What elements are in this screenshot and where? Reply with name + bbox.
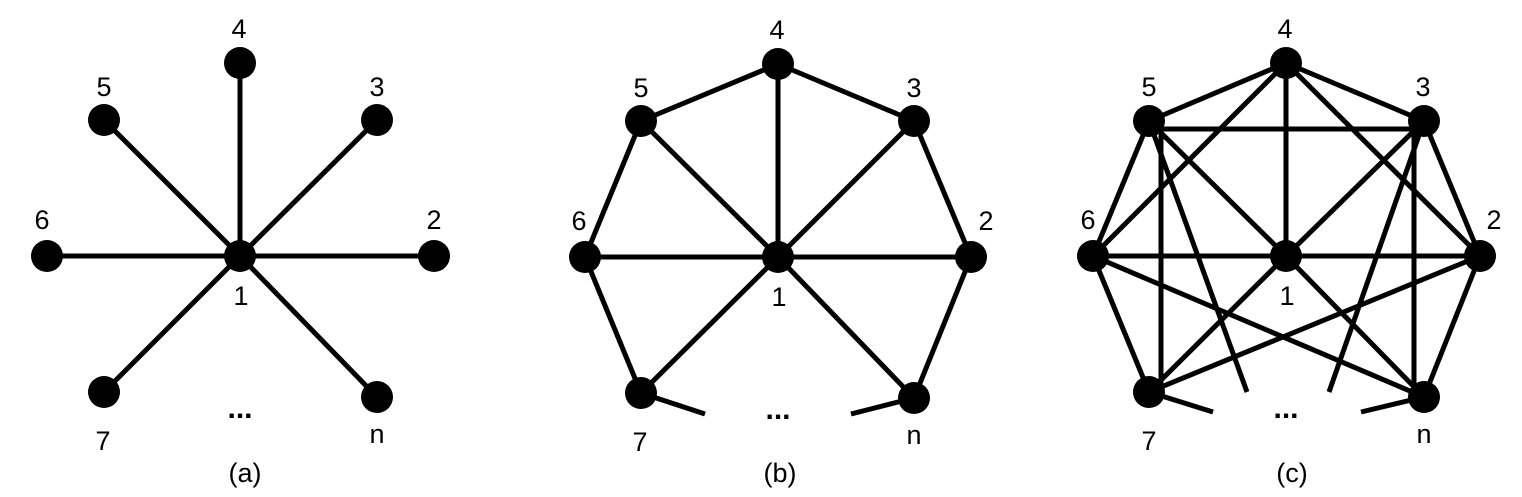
edge-b-1-5 [639,119,780,259]
node-c-4 [1270,47,1302,79]
label-b-2: 2 [978,206,993,236]
edge-c-4-5 [1148,60,1287,124]
node-a-4 [224,47,256,79]
node-a-6 [31,240,63,272]
edge-c-2-n [1421,255,1483,398]
node-c-3 [1408,105,1440,137]
label-a-6: 6 [34,205,49,235]
edge-b-6-7 [582,256,644,394]
edge-b-2-3 [911,120,974,258]
node-a-1 [224,240,256,272]
label-b-7: 7 [632,427,647,457]
edge-b-1-7 [639,255,780,395]
edge-a-1-3 [238,118,379,258]
node-c-5 [1133,105,1165,137]
edge-c-3-stub [1326,120,1427,393]
panel-c-labels: 1 2 3 4 5 6 7 n [1080,14,1501,456]
edge-b-5-6 [582,120,644,258]
edge-c-5-6 [1090,120,1152,257]
edge-c-1-n [1284,254,1426,399]
label-b-1: 1 [771,282,786,312]
panel-b: 1 2 3 4 5 6 7 n ... (b) [569,15,994,488]
node-b-5 [625,105,657,137]
panel-c-edges [1090,60,1483,415]
ellipsis-a: ... [227,392,252,425]
caption-b: (b) [764,458,797,488]
node-b-7 [625,377,657,409]
node-b-6 [569,241,601,273]
node-c-n [1408,381,1440,413]
ellipsis-c: ... [1273,392,1298,425]
panel-c: 1 2 3 4 5 6 7 n ... (c) [1077,14,1502,488]
label-a-4: 4 [231,14,246,44]
ellipsis-b: ... [765,393,790,426]
node-a-7 [88,376,120,408]
panel-a-nodes [31,47,450,413]
node-a-n [361,381,393,413]
label-a-1: 1 [233,281,248,311]
label-b-6: 6 [571,206,586,236]
node-a-3 [361,104,393,136]
edge-c-5-stub [1146,120,1250,393]
label-b-5: 5 [633,73,648,103]
edge-c-1-5 [1147,119,1288,258]
node-b-4 [762,48,794,80]
edge-c-6-n [1092,253,1425,400]
node-c-6 [1077,240,1109,272]
panel-a-labels: 1 2 3 4 5 6 7 n [34,14,441,456]
node-c-1 [1270,240,1302,272]
node-b-2 [955,241,987,273]
caption-c: (c) [1276,458,1307,488]
node-a-5 [88,104,120,136]
panel-a: 1 2 3 4 5 6 7 n ... (a) [31,14,450,488]
edge-b-1-n [776,255,916,400]
label-b-4: 4 [769,15,784,45]
panel-b-labels: 1 2 3 4 5 6 7 n [571,15,993,457]
panel-c-nodes [1077,47,1496,413]
edge-c-4-6 [1091,61,1288,258]
label-a-7: 7 [95,426,110,456]
edge-a-1-7 [102,254,242,394]
panel-b-nodes [569,48,987,414]
edge-b-3-4 [777,61,915,124]
edge-a-1-n [238,254,379,399]
label-c-2: 2 [1486,205,1501,235]
label-c-4: 4 [1277,14,1292,44]
edge-c-6-7 [1090,255,1152,393]
label-a-n: n [369,419,384,449]
label-c-1: 1 [1279,281,1294,311]
label-c-3: 3 [1415,72,1430,102]
caption-a: (a) [229,458,262,488]
label-a-2: 2 [426,205,441,235]
label-a-3: 3 [369,72,384,102]
label-b-3: 3 [906,73,921,103]
label-c-n: n [1416,419,1431,449]
node-a-2 [418,240,450,272]
edge-c-3-4 [1285,60,1425,124]
label-c-6: 6 [1080,205,1095,235]
edge-c-1-3 [1284,119,1426,258]
edge-c-2-7 [1148,253,1481,395]
label-a-5: 5 [96,72,111,102]
edge-b-1-3 [776,119,916,259]
label-c-5: 5 [1141,72,1156,102]
edge-a-1-5 [102,118,242,258]
node-c-2 [1464,240,1496,272]
edge-c-2-4 [1284,61,1482,258]
edge-b-2-n [911,256,974,399]
label-c-7: 7 [1141,426,1156,456]
edge-c-2-3 [1421,120,1483,257]
node-b-3 [898,105,930,137]
edge-c-1-7 [1147,254,1288,394]
node-b-1 [762,241,794,273]
label-b-n: n [906,420,921,450]
node-b-n [898,382,930,414]
panel-a-edges [47,63,434,399]
node-c-7 [1133,376,1165,408]
edge-b-4-5 [640,61,779,124]
